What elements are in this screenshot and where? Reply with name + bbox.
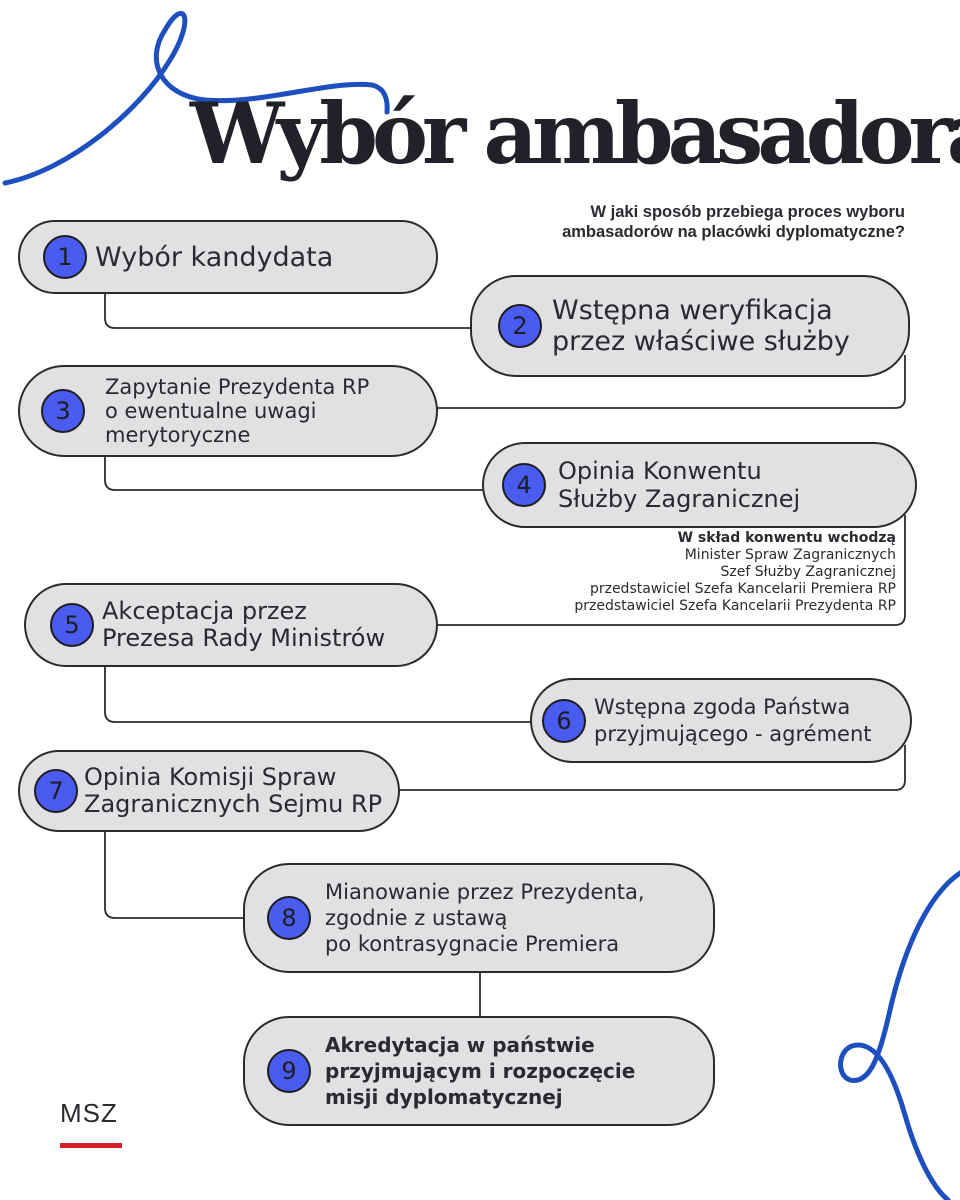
note-member: Minister Spraw Zagranicznych — [684, 547, 896, 563]
step-number-badge: 5 — [50, 603, 94, 647]
step-7: 7 Opinia Komisji Spraw Zagranicznych Sej… — [18, 750, 400, 832]
step-label-line: Opinia Konwentu — [558, 457, 762, 485]
step-label: Wstępna zgoda Państwa przyjmującego - ag… — [594, 694, 872, 748]
step-5: 5 Akceptacja przez Prezesa Rady Ministró… — [24, 583, 438, 667]
step-label-line: Mianowanie przez Prezydenta, — [325, 880, 645, 904]
logo-red-bar — [60, 1143, 122, 1148]
step-label: Opinia Konwentu Służby Zagranicznej — [558, 457, 800, 513]
step-label-line: Zapytanie Prezydenta RP — [105, 375, 370, 399]
step-number-badge: 2 — [498, 304, 542, 348]
step-label-line: merytoryczne — [105, 423, 251, 447]
step-label-line: o ewentualne uwagi — [105, 399, 317, 423]
step-label: Opinia Komisji Spraw Zagranicznych Sejmu… — [84, 764, 382, 818]
step-number-badge: 4 — [502, 463, 546, 507]
step-label-line: Akceptacja przez — [102, 597, 307, 625]
step-label-line: Opinia Komisji Spraw — [84, 763, 337, 791]
step-label: Mianowanie przez Prezydenta, zgodnie z u… — [325, 879, 645, 957]
page-title: Wybór ambasadora — [190, 84, 960, 183]
step-number-badge: 3 — [41, 389, 85, 433]
step-label-line: Służby Zagranicznej — [558, 485, 801, 513]
step-label-line: Wstępna weryfikacja — [552, 295, 833, 326]
step-label-line: Zagranicznych Sejmu RP — [84, 790, 383, 818]
step-label: Wstępna weryfikacja przez właściwe służb… — [552, 295, 850, 357]
msz-logo: MSZ — [60, 1098, 122, 1148]
logo-text: MSZ — [60, 1098, 118, 1128]
step-label-line: Akredytacja w państwie — [325, 1033, 595, 1057]
step-9: 9 Akredytacja w państwie przyjmującym i … — [243, 1016, 715, 1126]
convent-members-note: W skład konwentu wchodzą Minister Spraw … — [574, 530, 896, 615]
step-number-badge: 6 — [542, 698, 586, 743]
note-member: przedstawiciel Szefa Kancelarii Premiera… — [589, 581, 896, 597]
note-heading: W skład konwentu wchodzą — [677, 530, 896, 546]
step-6: 6 Wstępna zgoda Państwa przyjmującego - … — [530, 678, 912, 763]
step-label-line: przyjmującego - agrément — [594, 721, 872, 746]
note-member: Szef Służby Zagranicznej — [720, 564, 896, 580]
step-number-badge: 1 — [43, 235, 87, 279]
step-label-line: przyjmującym i rozpoczęcie — [325, 1059, 636, 1083]
note-member: przedstawiciel Szefa Kancelarii Prezyden… — [574, 598, 896, 614]
step-label: Akceptacja przez Prezesa Rady Ministrów — [102, 598, 385, 652]
step-1: 1 Wybór kandydata — [18, 220, 438, 294]
step-label: Akredytacja w państwie przyjmującym i ro… — [325, 1032, 635, 1110]
step-2: 2 Wstępna weryfikacja przez właściwe słu… — [470, 275, 910, 377]
step-8: 8 Mianowanie przez Prezydenta, zgodnie z… — [243, 863, 715, 973]
step-label-line: Prezesa Rady Ministrów — [102, 624, 386, 652]
page-subtitle: W jaki sposób przebiega proces wyboru am… — [562, 203, 905, 241]
step-label: Zapytanie Prezydenta RP o ewentualne uwa… — [105, 375, 369, 447]
step-number-badge: 9 — [267, 1049, 311, 1093]
step-label: Wybór kandydata — [95, 241, 334, 273]
step-3: 3 Zapytanie Prezydenta RP o ewentualne u… — [18, 365, 438, 457]
step-4: 4 Opinia Konwentu Służby Zagranicznej — [482, 442, 917, 528]
step-label-line: przez właściwe służby — [552, 326, 850, 357]
step-number-badge: 7 — [34, 769, 78, 813]
step-label-line: po kontrasygnacie Premiera — [325, 932, 620, 956]
step-label-line: misji dyplomatycznej — [325, 1085, 563, 1109]
step-number-badge: 8 — [267, 896, 311, 940]
step-label-line: Wstępna zgoda Państwa — [594, 694, 851, 719]
step-label-line: zgodnie z ustawą — [325, 906, 508, 930]
